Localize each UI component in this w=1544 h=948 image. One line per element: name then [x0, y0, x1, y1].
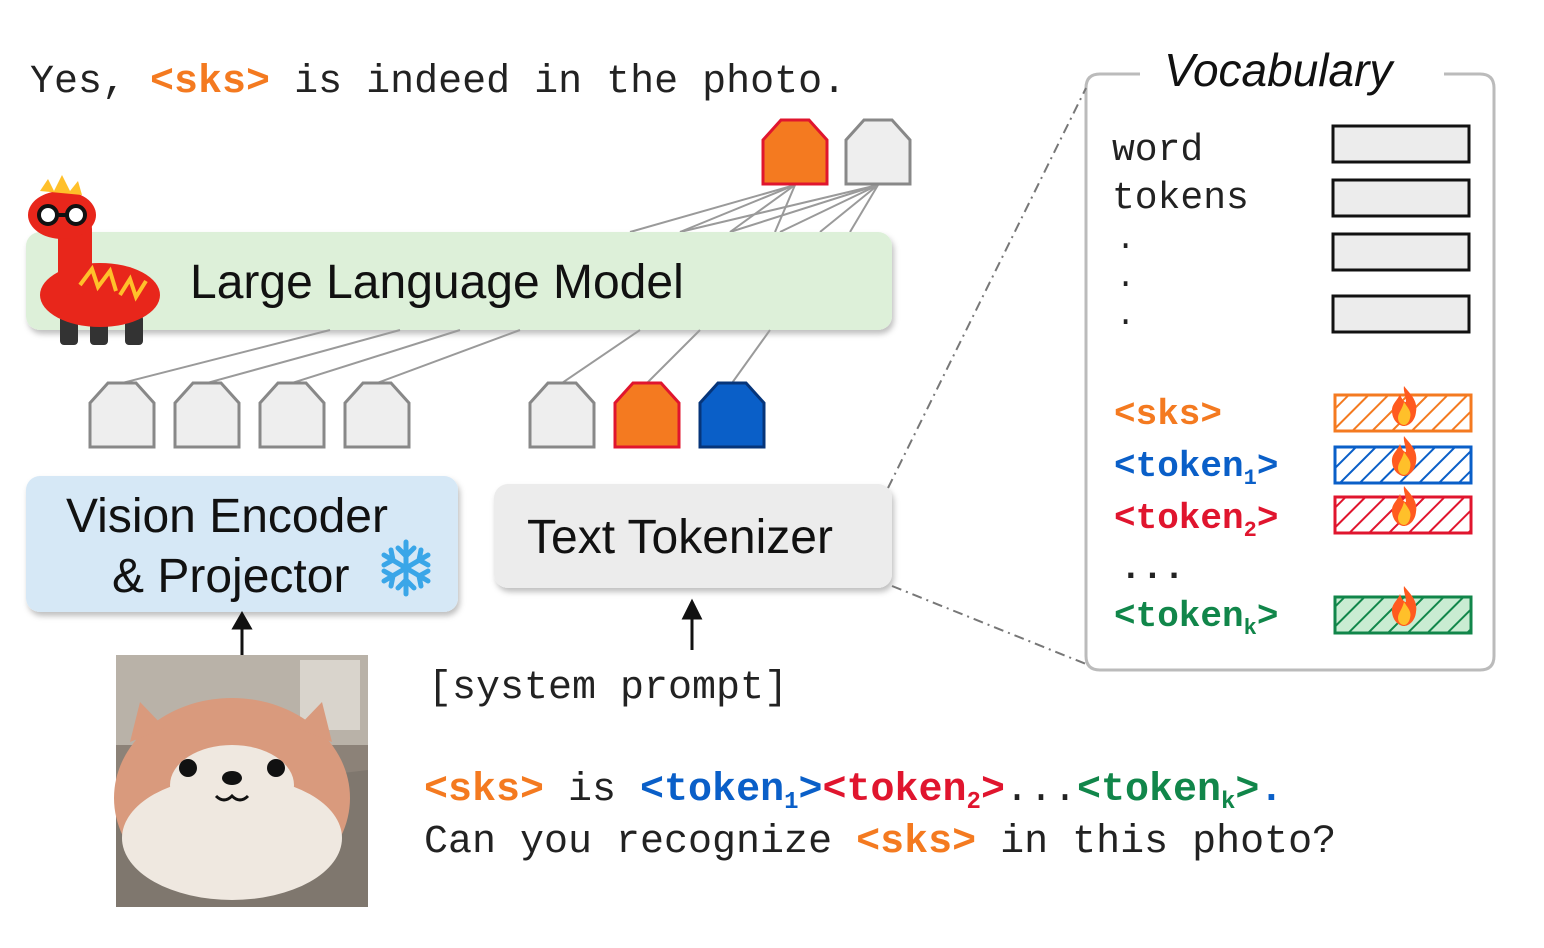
vocab-dot: .	[1116, 259, 1135, 296]
prompt-tokenk-close: >	[1235, 768, 1259, 813]
output-token-word	[844, 118, 912, 186]
output-prefix: Yes,	[30, 60, 150, 105]
vocab-token2-label: <token2>	[1114, 498, 1278, 543]
prompt-dots: ...	[1005, 768, 1077, 813]
photo-to-encoder-arrow	[231, 610, 253, 655]
vision-encoder-label-line2: & Projector	[112, 550, 349, 603]
input-llm-connections	[121, 329, 771, 384]
vocab-token1-label: <token1>	[1114, 446, 1278, 491]
vocabulary-title: Vocabulary	[1164, 44, 1395, 96]
prompt-tokenk-base: <token	[1077, 768, 1221, 813]
llm-box	[26, 232, 892, 330]
vocab-dot: .	[1116, 221, 1135, 258]
prompt-token1-close: >	[798, 768, 822, 813]
image-token	[88, 381, 156, 449]
prompt-tokenk-sub: k	[1221, 789, 1235, 816]
vocab-word-embedding	[1331, 232, 1471, 272]
prompt-token2-base: <token	[823, 768, 967, 813]
image-token	[173, 381, 241, 449]
vocab-dot: .	[1116, 297, 1135, 334]
prompt-is: is	[544, 768, 640, 813]
prompt-period: .	[1259, 768, 1283, 813]
llm-output-connections	[629, 184, 879, 233]
image-token	[343, 381, 411, 449]
text-tokenizer-box	[494, 484, 892, 588]
output-sks-token: <sks>	[150, 60, 270, 105]
snowflake-icon	[381, 539, 431, 597]
prompt-line2-sks-token: <sks>	[856, 820, 976, 865]
vocab-word-embedding	[1331, 124, 1471, 164]
output-suffix: is indeed in the photo.	[270, 60, 846, 105]
text-token-sks	[613, 381, 681, 449]
text-token-token1	[698, 381, 766, 449]
vocab-word-tokens-line1: word	[1112, 129, 1203, 172]
vocab-word-embedding	[1331, 294, 1471, 334]
prompt-line2-after: in this photo?	[976, 820, 1336, 865]
system-prompt-text: [system prompt]	[428, 666, 788, 711]
plush-shiba-photo	[114, 655, 368, 907]
prompt-token2-sub: 2	[967, 789, 981, 816]
llm-label: Large Language Model	[190, 256, 684, 309]
vocab-sks-label: <sks>	[1114, 394, 1222, 435]
image-token	[258, 381, 326, 449]
prompt-line-1: <sks> is <token1><token2>...<tokenk>.	[424, 768, 1283, 816]
text-token-word	[528, 381, 596, 449]
prompt-sks-token: <sks>	[424, 768, 544, 813]
vocab-ellipsis: ...	[1120, 548, 1185, 589]
prompt-line-2: Can you recognize <sks> in this photo?	[424, 820, 1336, 865]
vocab-word-embedding	[1331, 178, 1471, 218]
vocab-tokenk-label: <tokenk>	[1114, 596, 1278, 641]
vision-encoder-label-line1: Vision Encoder	[66, 490, 388, 543]
prompt-token1-base: <token	[640, 768, 784, 813]
prompt-to-tokenizer-arrow	[681, 598, 703, 650]
text-tokenizer-label: Text Tokenizer	[527, 511, 833, 564]
vocabulary-connector-lines	[887, 87, 1087, 665]
output-token-sks	[761, 118, 829, 186]
prompt-token2-close: >	[981, 768, 1005, 813]
vocab-word-tokens-line2: tokens	[1112, 177, 1249, 220]
prompt-token1-sub: 1	[784, 789, 798, 816]
output-sentence: Yes, <sks> is indeed in the photo.	[30, 60, 846, 105]
vision-encoder-box	[26, 476, 458, 612]
fire-llama-mascot-icon	[28, 175, 160, 345]
vocab-token1-embedding	[1333, 445, 1473, 485]
prompt-line2-before: Can you recognize	[424, 820, 856, 865]
